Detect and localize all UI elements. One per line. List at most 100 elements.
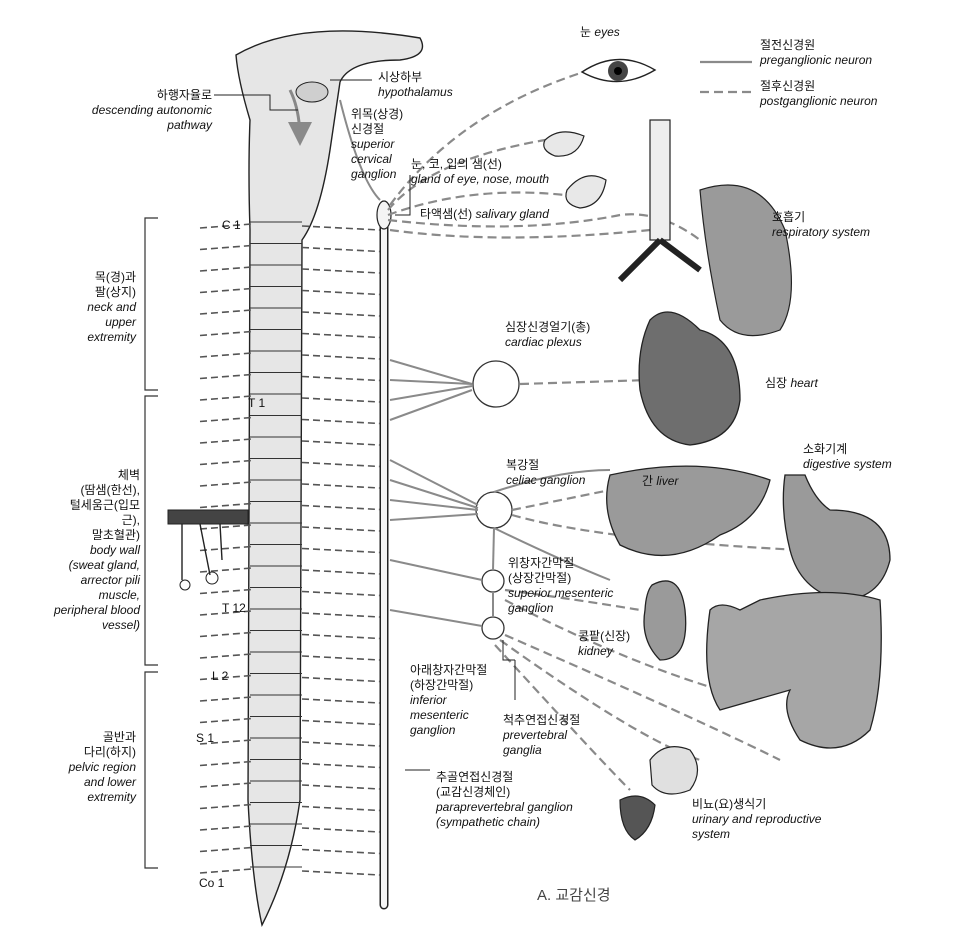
label-digestive: 소화기계 digestive system bbox=[803, 442, 892, 472]
label-kidney: 콩팥(신장) kidney bbox=[578, 629, 630, 659]
neck-en3: extremity bbox=[87, 330, 136, 344]
body-wall-en3: arrector pili bbox=[80, 573, 140, 587]
descending-en1: descending autonomic bbox=[91, 103, 212, 117]
organ-eye bbox=[580, 58, 657, 83]
hypothalamus-en: hypothalamus bbox=[378, 85, 453, 99]
inf-mes-en3: ganglion bbox=[410, 723, 456, 737]
organ-bladder bbox=[649, 746, 699, 795]
sup-mes-en1: superior mesenteric bbox=[508, 586, 614, 600]
pelvic-ko2: 다리(하지) bbox=[83, 745, 136, 759]
pelvic-en3: extremity bbox=[87, 790, 136, 804]
ganglia bbox=[472, 360, 520, 640]
label-superior-cervical-ganglion: 위목(상경) 신경절 superior cervical ganglion bbox=[351, 107, 403, 182]
organ-liver bbox=[606, 465, 771, 556]
legend-swatches bbox=[700, 60, 752, 94]
body-wall-en5: peripheral blood bbox=[53, 603, 140, 617]
organ-intestine bbox=[706, 591, 882, 749]
segment-l2: L 2 bbox=[212, 669, 229, 683]
cardiac-en: cardiac plexus bbox=[505, 335, 582, 349]
legend-preganglionic: 절전신경원 preganglionic neuron bbox=[760, 38, 872, 68]
label-celiac: 복강절 celiac ganglion bbox=[506, 458, 585, 488]
heart-en: heart bbox=[790, 376, 818, 390]
body-wall-ko3: 털세움근(입모 bbox=[69, 498, 140, 512]
eyes-ko: 눈 bbox=[580, 25, 592, 39]
paravert-ko1: 추골연접신경절 bbox=[436, 770, 514, 784]
segment-t12: T 12 bbox=[222, 601, 246, 615]
organ-salivary-gland bbox=[565, 175, 607, 209]
label-heart: 심장 heart bbox=[765, 376, 818, 391]
label-hypothalamus: 시상하부 hypothalamus bbox=[378, 70, 453, 100]
legend-preganglionic-ko: 절전신경원 bbox=[760, 38, 816, 52]
pelvic-en2: and lower bbox=[83, 775, 136, 789]
liver-ko: 간 bbox=[642, 474, 654, 488]
sup-cervical-en3: ganglion bbox=[351, 167, 397, 181]
cardiac-plexus-ganglion bbox=[472, 360, 520, 408]
glands-ko: 눈, 코, 입의 샘(선) bbox=[411, 157, 502, 171]
body-wall-ko5: 말초혈관) bbox=[91, 528, 140, 542]
body-wall-en1: body wall bbox=[89, 543, 140, 557]
digestive-en: digestive system bbox=[803, 457, 892, 471]
legend-postganglionic-en: postganglionic neuron bbox=[760, 94, 878, 108]
neck-ko1: 목(경)과 bbox=[94, 270, 136, 284]
label-urinary: 비뇨(요)생식기 urinary and reproductive system bbox=[692, 797, 821, 842]
descending-en2: pathway bbox=[167, 118, 212, 132]
label-liver: 간 liver bbox=[642, 474, 678, 489]
heart-ko: 심장 bbox=[765, 376, 788, 390]
organ-lacrimal-gland bbox=[543, 131, 585, 157]
sup-mes-en2: ganglion bbox=[508, 601, 554, 615]
label-salivary: 타액샘(선) salivary gland bbox=[420, 207, 549, 222]
cardiac-ko: 심장신경얼기(총) bbox=[505, 320, 591, 334]
legend-postganglionic-ko: 절후신경원 bbox=[760, 79, 816, 93]
prevertebral-en2: ganglia bbox=[503, 743, 542, 757]
sup-mes-ko1: 위창자간막절 bbox=[508, 556, 575, 570]
region-brackets bbox=[144, 217, 158, 869]
body-wall-en2: (sweat gland, bbox=[68, 558, 140, 572]
urinary-ko: 비뇨(요)생식기 bbox=[692, 797, 767, 811]
body-wall-ko4: 근), bbox=[121, 513, 140, 527]
organ-skin-sample bbox=[167, 509, 249, 591]
digestive-ko: 소화기계 bbox=[803, 442, 848, 456]
respiratory-en: respiratory system bbox=[772, 225, 871, 239]
segment-s1: S 1 bbox=[196, 731, 215, 745]
neck-en1: neck and bbox=[87, 300, 136, 314]
body-wall-ko2: (땀샘(한선), bbox=[80, 483, 140, 497]
segment-co1: Co 1 bbox=[199, 876, 225, 890]
label-respiratory: 호흡기 respiratory system bbox=[772, 210, 870, 240]
glands-en: gland of eye, nose, mouth bbox=[411, 172, 550, 186]
label-body-wall: 체벽 (땀샘(한선), 털세움근(입모 근), 말초혈관) body wall … bbox=[30, 468, 140, 633]
label-eyes: 눈 eyes bbox=[580, 25, 620, 40]
label-cardiac-plexus: 심장신경얼기(총) cardiac plexus bbox=[505, 320, 590, 350]
celiac-en: celiac ganglion bbox=[506, 473, 586, 487]
segment-t1: T 1 bbox=[248, 396, 266, 410]
cord-segments bbox=[250, 221, 302, 868]
inf-mes-ko1: 아래창자간막절 bbox=[410, 663, 488, 677]
respiratory-ko: 호흡기 bbox=[772, 210, 806, 224]
spinal-cord bbox=[235, 30, 424, 928]
organ-stomach bbox=[782, 474, 891, 601]
label-descending-pathway: 하행자율로 descending autonomic pathway bbox=[60, 88, 212, 133]
kidney-ko: 콩팥(신장) bbox=[578, 629, 631, 643]
organ-kidney bbox=[643, 580, 687, 661]
label-paravertebral: 추골연접신경절 (교감신경체인) paraprevertebral gangli… bbox=[436, 770, 573, 830]
pelvic-en1: pelvic region bbox=[68, 760, 136, 774]
urinary-en2: system bbox=[692, 827, 731, 841]
superior-mesenteric-ganglion bbox=[481, 569, 505, 593]
inf-mes-en1: inferior bbox=[410, 693, 447, 707]
paravert-en1: paraprevertebral ganglion bbox=[436, 800, 573, 814]
urinary-en1: urinary and reproductive bbox=[692, 812, 822, 826]
leader-lines bbox=[214, 79, 516, 771]
prevertebral-en1: prevertebral bbox=[503, 728, 568, 742]
celiac-ko: 복강절 bbox=[506, 458, 540, 472]
sup-mes-ko2: (상장간막절) bbox=[508, 571, 572, 585]
body-wall-en6: vessel) bbox=[101, 618, 140, 632]
descending-ko: 하행자율로 bbox=[156, 88, 212, 102]
body-wall-en4: muscle, bbox=[98, 588, 140, 602]
label-inferior-mesenteric: 아래창자간막절 (하장간막절) inferior mesenteric gang… bbox=[410, 663, 487, 738]
neck-ko2: 팔(상지) bbox=[94, 285, 136, 299]
celiac-ganglion bbox=[475, 491, 513, 529]
kidney-en: kidney bbox=[578, 644, 613, 658]
sup-cervical-en2: cervical bbox=[351, 152, 392, 166]
salivary-ko: 타액샘(선) bbox=[420, 207, 473, 221]
label-superior-mesenteric: 위창자간막절 (상장간막절) superior mesenteric gangl… bbox=[508, 556, 613, 616]
